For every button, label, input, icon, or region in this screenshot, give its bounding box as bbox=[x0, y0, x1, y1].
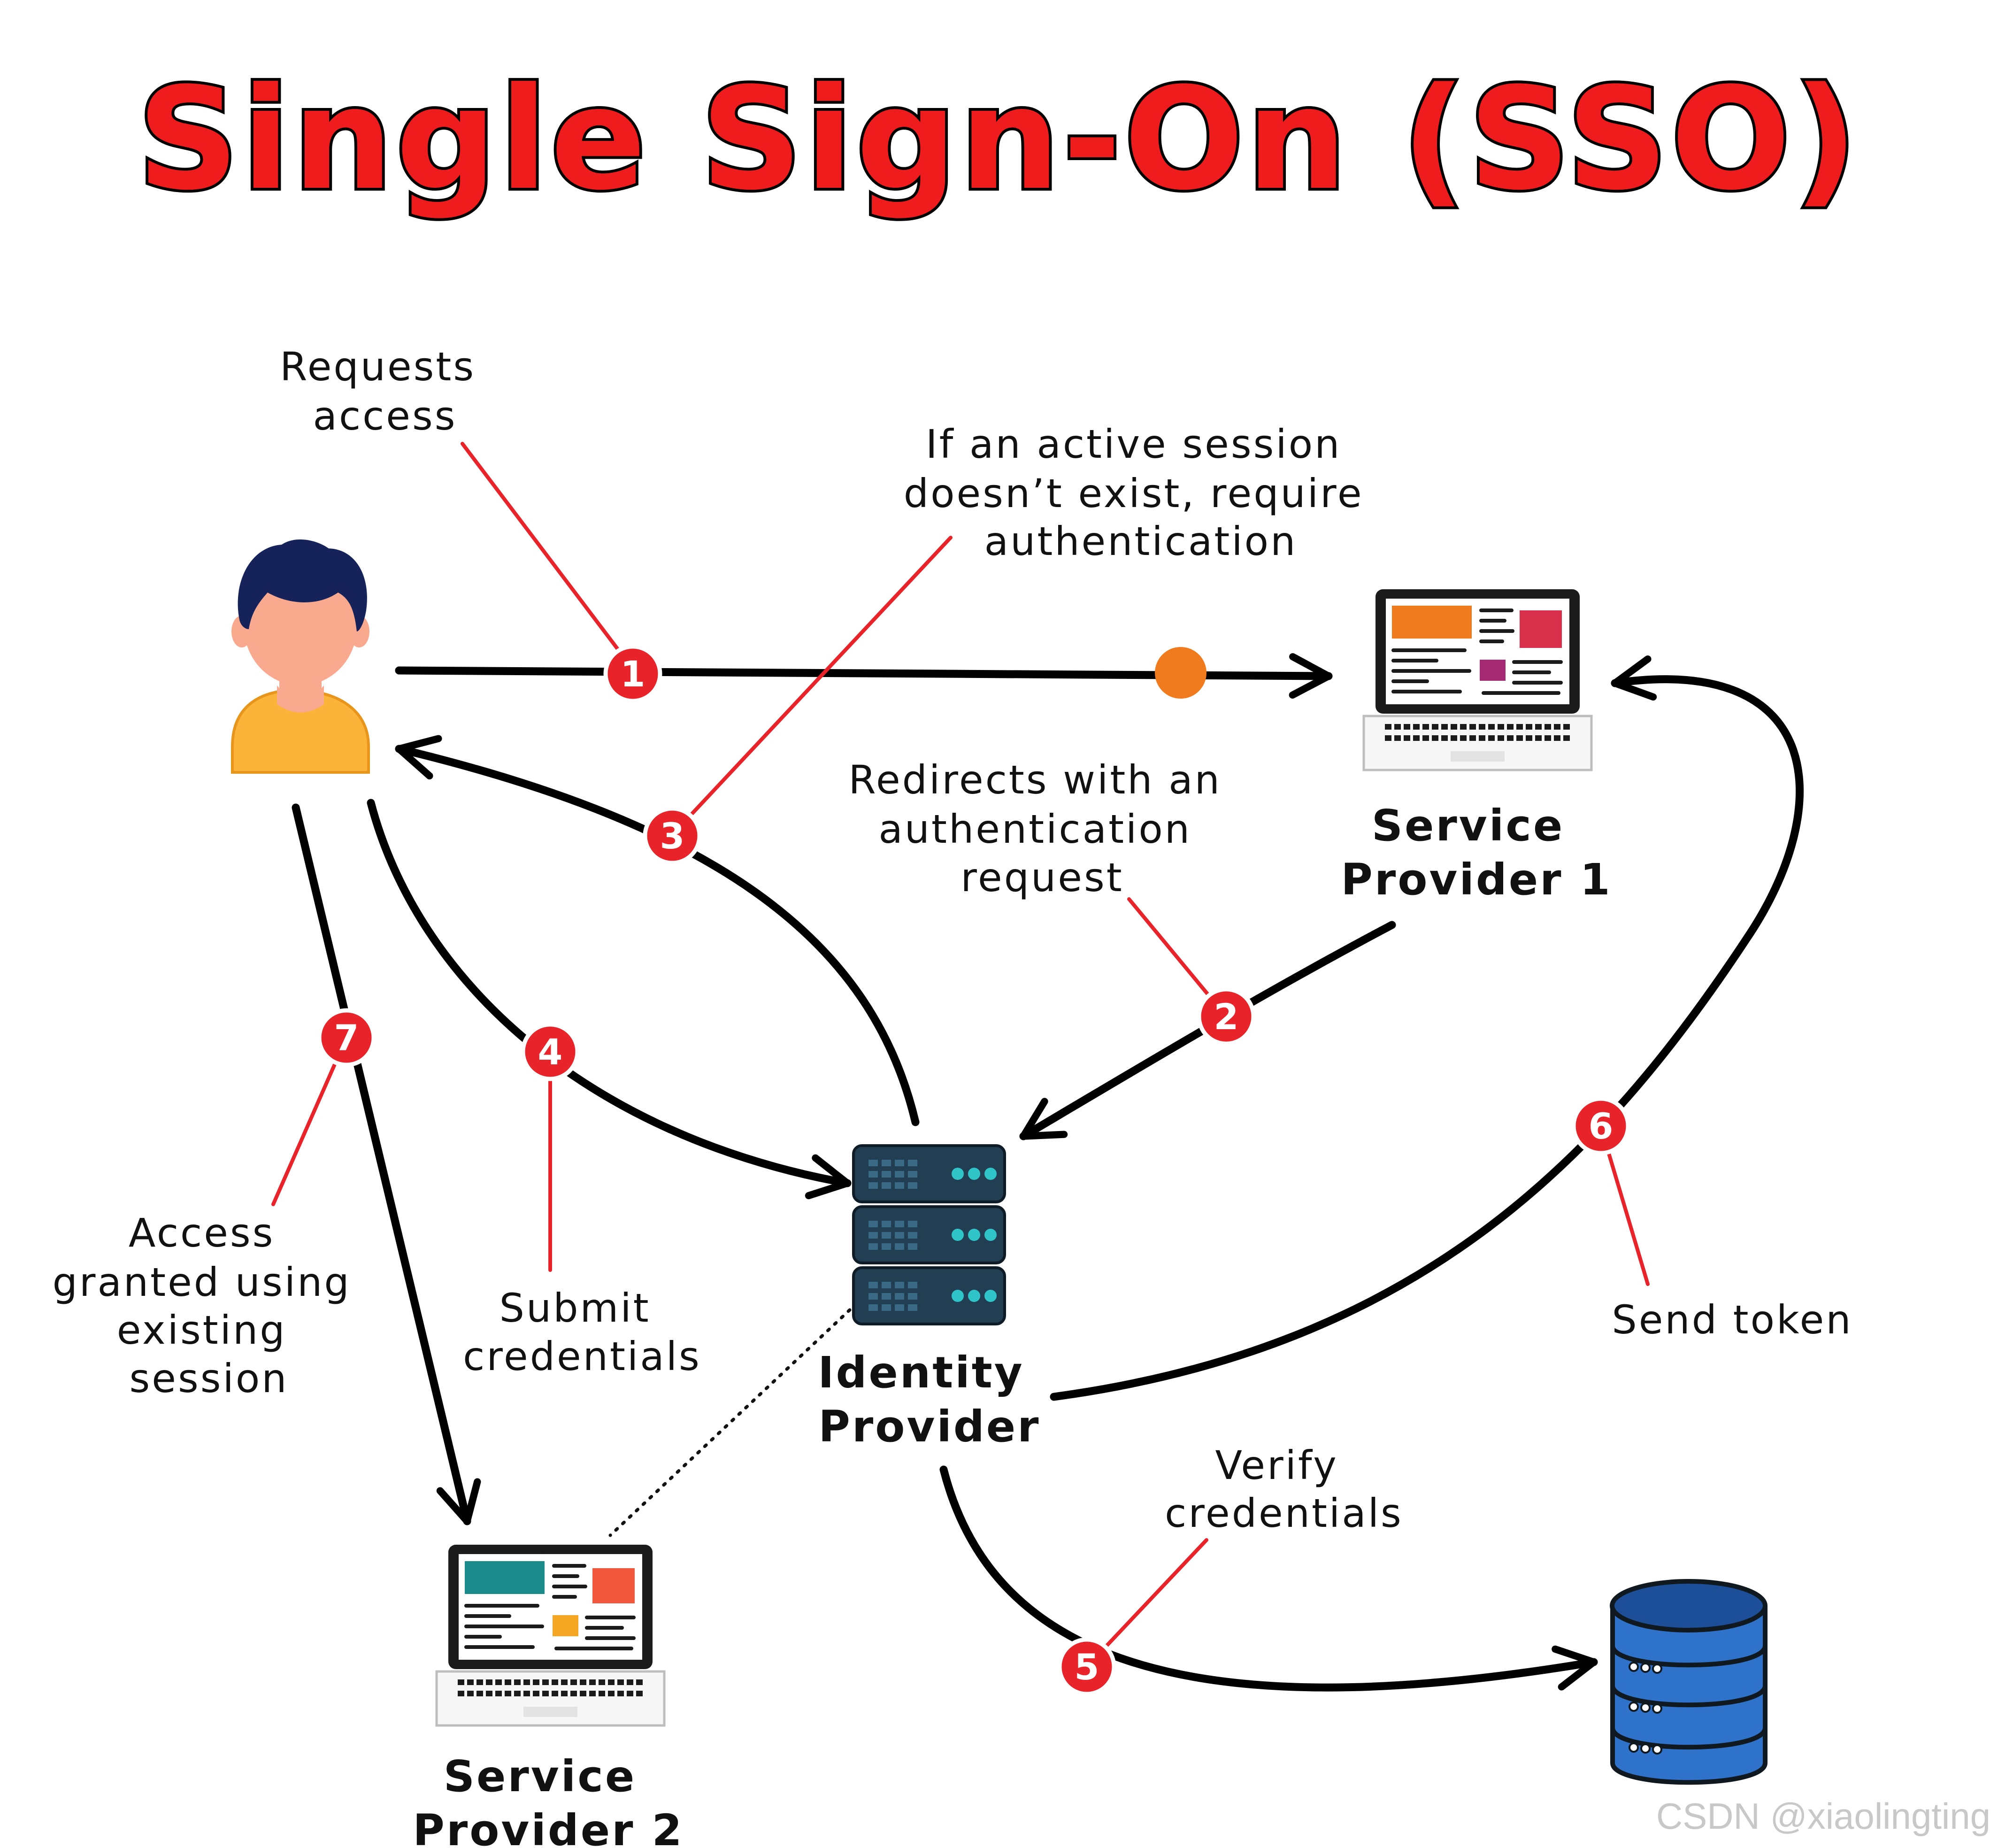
step-badge-3: 3 bbox=[643, 806, 702, 865]
laptop-icon-sp1 bbox=[1362, 589, 1593, 771]
watermark: CSDN @xiaolingting bbox=[1656, 1795, 1990, 1837]
leader-step-7 bbox=[271, 1036, 348, 1206]
arrow-step-6 bbox=[1050, 655, 1804, 1401]
svg-text:6: 6 bbox=[1589, 1105, 1614, 1147]
arrow-step-7 bbox=[292, 803, 481, 1525]
token-dot bbox=[1155, 647, 1206, 699]
step-badge-4: 4 bbox=[521, 1022, 580, 1081]
flow-arrows bbox=[292, 647, 1804, 1692]
idp-label: Identity Provider bbox=[818, 1348, 1041, 1452]
server-icon bbox=[852, 1144, 1006, 1325]
svg-text:4: 4 bbox=[538, 1031, 563, 1073]
sp1-label: Service Provider 1 bbox=[1341, 801, 1612, 905]
step-7-label: Access granted using existing session bbox=[53, 1210, 366, 1401]
svg-text:1: 1 bbox=[621, 653, 646, 695]
diagram-title: Single Sign-On (SSO) bbox=[138, 57, 1861, 221]
step-5-label: Verify credentials bbox=[1165, 1442, 1403, 1536]
svg-text:7: 7 bbox=[334, 1017, 359, 1059]
step-badge-1: 1 bbox=[603, 644, 662, 703]
leader-step-1 bbox=[461, 442, 635, 671]
step-4-label: Submit credentials bbox=[463, 1285, 701, 1379]
sp2-label: Service Provider 2 bbox=[413, 1751, 684, 1848]
step-1-label: Requests access bbox=[280, 344, 490, 439]
svg-text:3: 3 bbox=[660, 815, 685, 857]
database-icon bbox=[1610, 1579, 1767, 1785]
laptop-icon-sp2 bbox=[435, 1545, 666, 1727]
step-6-label: Send token bbox=[1612, 1297, 1852, 1343]
arrow-step-4 bbox=[367, 799, 852, 1200]
svg-text:5: 5 bbox=[1075, 1646, 1099, 1688]
step-2-label: Redirects with an authentication request bbox=[848, 757, 1236, 901]
user-icon bbox=[231, 539, 370, 774]
arrow-step-3 bbox=[395, 735, 920, 1126]
step-badge-5: 5 bbox=[1057, 1637, 1116, 1696]
arrow-step-5 bbox=[939, 1465, 1598, 1692]
step-badge-2: 2 bbox=[1197, 987, 1256, 1046]
leader-step-3 bbox=[670, 536, 953, 837]
idp-to-sp2-dotted-link bbox=[608, 1308, 852, 1537]
svg-text:2: 2 bbox=[1214, 996, 1239, 1038]
step-3-label: If an active session doesn’t exist, requ… bbox=[904, 421, 1378, 564]
step-badge-6: 6 bbox=[1571, 1096, 1630, 1155]
step-badge-7: 7 bbox=[317, 1008, 376, 1067]
